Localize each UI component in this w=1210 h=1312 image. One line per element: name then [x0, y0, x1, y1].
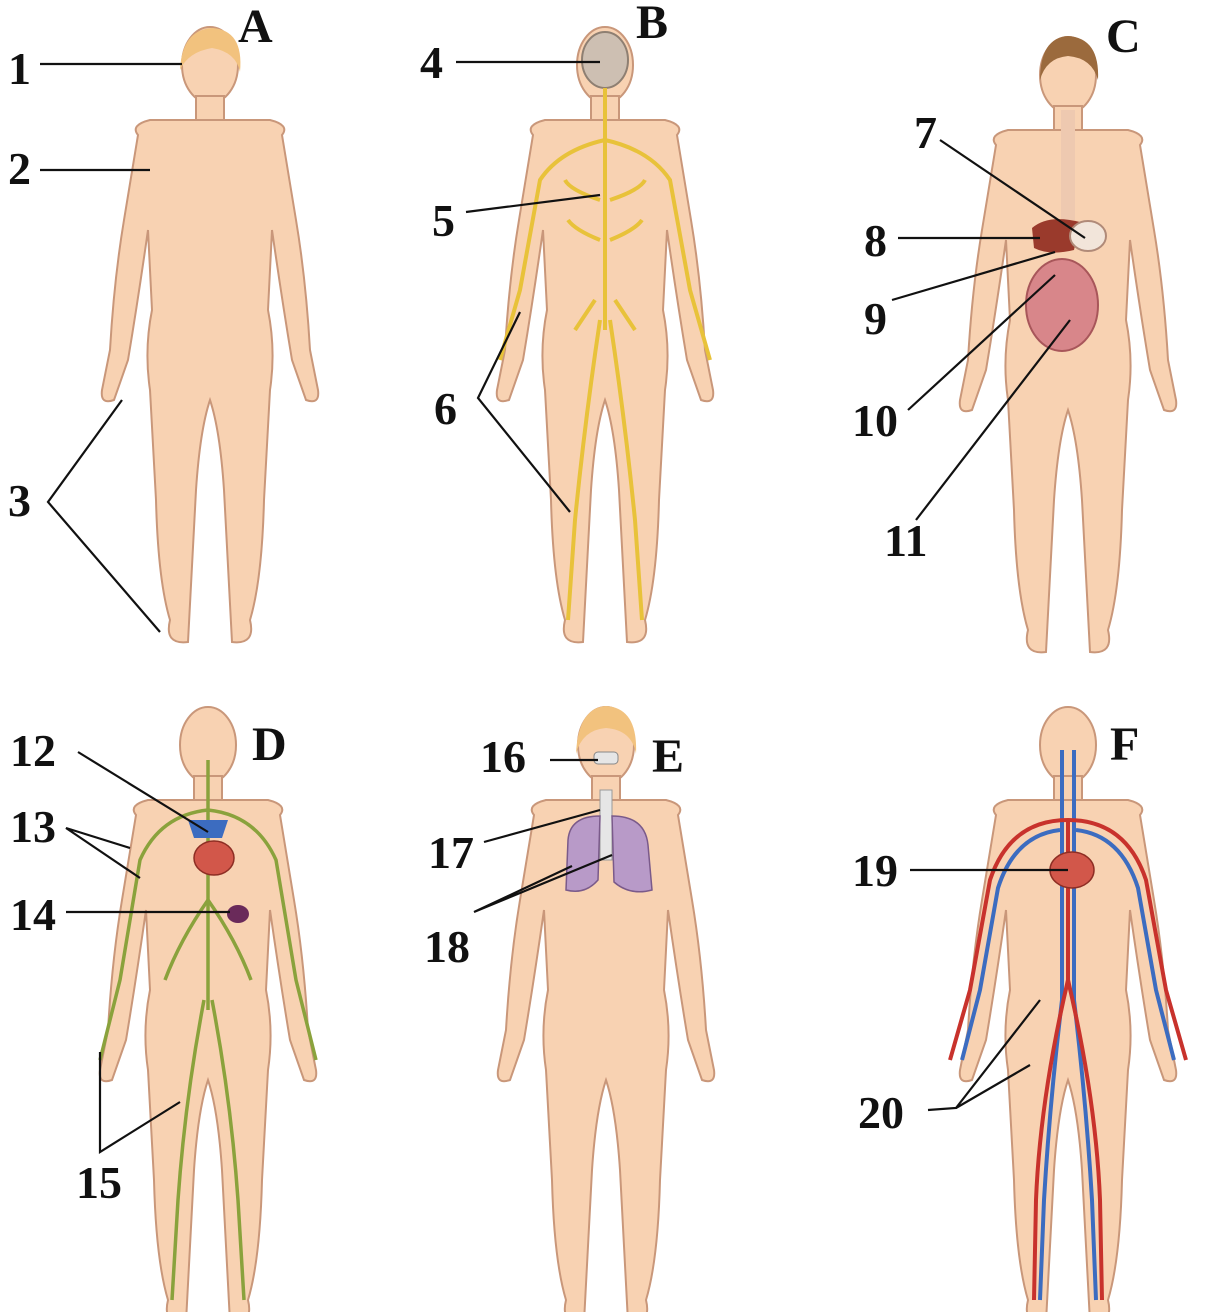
label-5: 5 — [432, 195, 455, 246]
panel-e: E 16 17 18 — [424, 706, 714, 1312]
label-9: 9 — [864, 293, 887, 344]
label-3: 3 — [8, 475, 31, 526]
trachea — [600, 790, 612, 860]
panel-letter-e: E — [652, 730, 684, 783]
label-1: 1 — [8, 43, 31, 94]
label-16: 16 — [480, 731, 526, 782]
panel-b: B 4 5 6 — [420, 0, 713, 642]
label-13: 13 — [10, 801, 56, 852]
body-figure-a — [102, 27, 319, 642]
label-19: 19 — [852, 845, 898, 896]
brain — [582, 32, 628, 88]
panel-letter-a: A — [238, 0, 273, 53]
panel-letter-c: C — [1106, 10, 1141, 63]
label-10: 10 — [852, 395, 898, 446]
label-4: 4 — [420, 37, 443, 88]
panel-c: C 7 8 9 10 11 — [852, 10, 1176, 652]
label-18: 18 — [424, 921, 470, 972]
panel-letter-b: B — [636, 0, 668, 49]
stomach — [1070, 221, 1106, 251]
leader-3 — [48, 400, 160, 632]
spleen — [227, 905, 249, 923]
intestine — [1026, 259, 1098, 351]
body-figure-f — [960, 707, 1177, 1312]
panel-a: A 1 2 3 — [8, 0, 318, 642]
heart-d — [194, 841, 234, 875]
panel-letter-f: F — [1110, 718, 1139, 771]
label-7: 7 — [914, 107, 937, 158]
label-2: 2 — [8, 143, 31, 194]
label-14: 14 — [10, 889, 56, 940]
label-8: 8 — [864, 215, 887, 266]
label-12: 12 — [10, 725, 56, 776]
panel-d: D 12 13 14 15 — [10, 707, 316, 1312]
panel-letter-d: D — [252, 718, 287, 771]
label-6: 6 — [434, 383, 457, 434]
label-17: 17 — [428, 827, 474, 878]
esophagus — [1061, 110, 1075, 220]
label-11: 11 — [884, 515, 927, 566]
nasal-cavity — [594, 752, 618, 764]
label-20: 20 — [858, 1087, 904, 1138]
panel-f: F 19 20 — [852, 707, 1186, 1312]
label-15: 15 — [76, 1157, 122, 1208]
